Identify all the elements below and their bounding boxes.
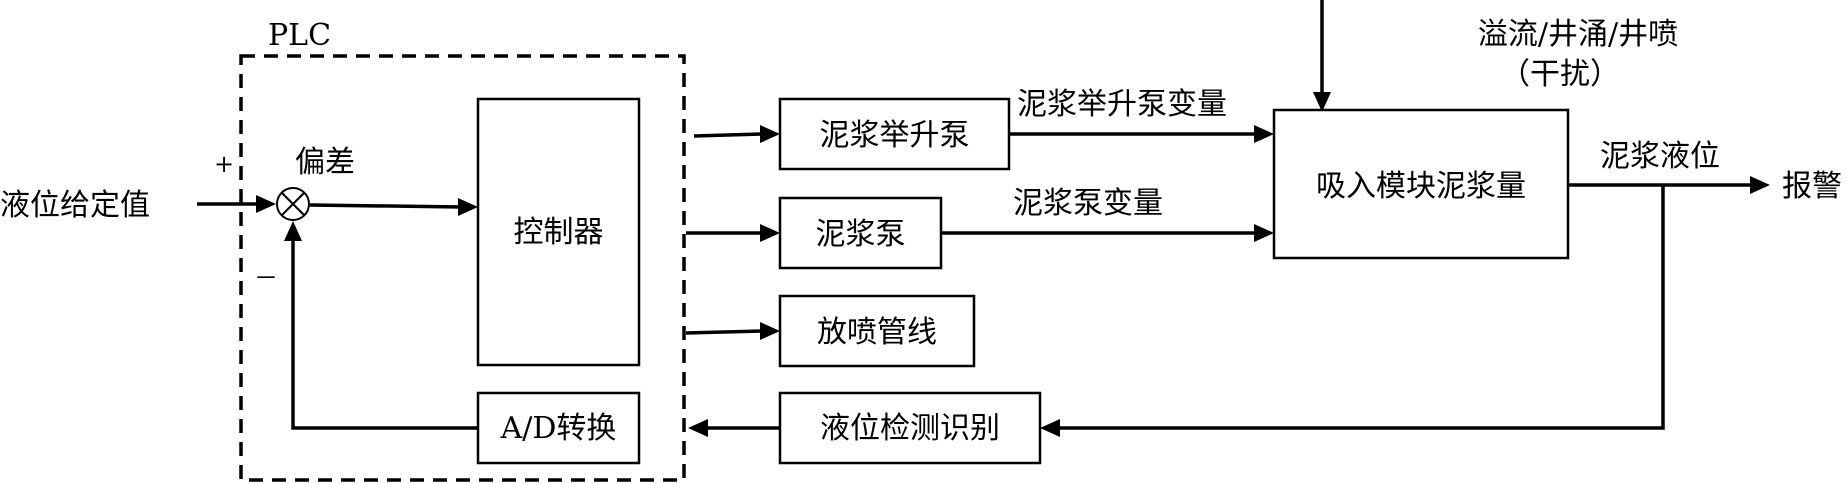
measurement-line bbox=[1059, 185, 1665, 430]
setpoint-label: 液位给定值 bbox=[0, 188, 150, 223]
mud-pump-input-arrowhead bbox=[760, 224, 780, 242]
error-arrow-line bbox=[309, 203, 463, 209]
pump-var-arrowhead bbox=[1254, 224, 1274, 242]
mud-pump-label: 泥浆泵 bbox=[816, 217, 906, 252]
ad-label: A/D转换 bbox=[500, 411, 617, 446]
lift-pump-input-line bbox=[693, 132, 763, 138]
detection-label: 液位检测识别 bbox=[820, 411, 1000, 446]
plc-boundary bbox=[239, 54, 686, 482]
plc-label: PLC bbox=[268, 18, 331, 53]
alarm-label: 报警 bbox=[1782, 169, 1842, 204]
ad-box bbox=[476, 391, 641, 465]
detection-box bbox=[778, 391, 1042, 465]
suction-module-box bbox=[1272, 108, 1570, 260]
blowout-line-input-arrowhead bbox=[760, 322, 780, 340]
pump-var-label: 泥浆泵变量 bbox=[1013, 186, 1163, 221]
blowout-line-box bbox=[778, 294, 976, 368]
lift-var-arrowhead bbox=[1254, 125, 1274, 143]
summing-junction bbox=[276, 187, 310, 221]
error-label: 偏差 bbox=[295, 145, 355, 180]
detection-to-ad-arrowhead bbox=[688, 419, 708, 437]
minus-sign: － bbox=[254, 264, 278, 292]
blowout-line-label: 放喷管线 bbox=[817, 315, 937, 350]
lift-var-label: 泥浆举升泵变量 bbox=[1017, 87, 1227, 122]
disturbance-arrowhead bbox=[1313, 92, 1331, 112]
output-arrowhead bbox=[1750, 176, 1770, 194]
disturbance-label-line1: 溢流/井涌/井喷 bbox=[1478, 17, 1678, 52]
suction-module-label: 吸入模块泥浆量 bbox=[1316, 169, 1526, 204]
plus-sign: + bbox=[214, 150, 234, 178]
blowout-line-input-line bbox=[685, 329, 763, 335]
measurement-arrowhead bbox=[1040, 419, 1060, 437]
lift-pump-box bbox=[778, 97, 1011, 171]
controller-label: 控制器 bbox=[514, 215, 604, 250]
lift-pump-input-arrowhead bbox=[760, 125, 780, 143]
disturbance-label-line2: （干扰） bbox=[1500, 57, 1620, 92]
feedback-arrowhead bbox=[284, 221, 302, 241]
lift-pump-label: 泥浆举升泵 bbox=[820, 118, 970, 153]
error-arrowhead bbox=[458, 198, 478, 216]
output-label: 泥浆液位 bbox=[1600, 139, 1720, 174]
setpoint-arrowhead bbox=[256, 195, 276, 213]
feedback-line bbox=[291, 240, 478, 430]
controller-box bbox=[476, 97, 641, 367]
